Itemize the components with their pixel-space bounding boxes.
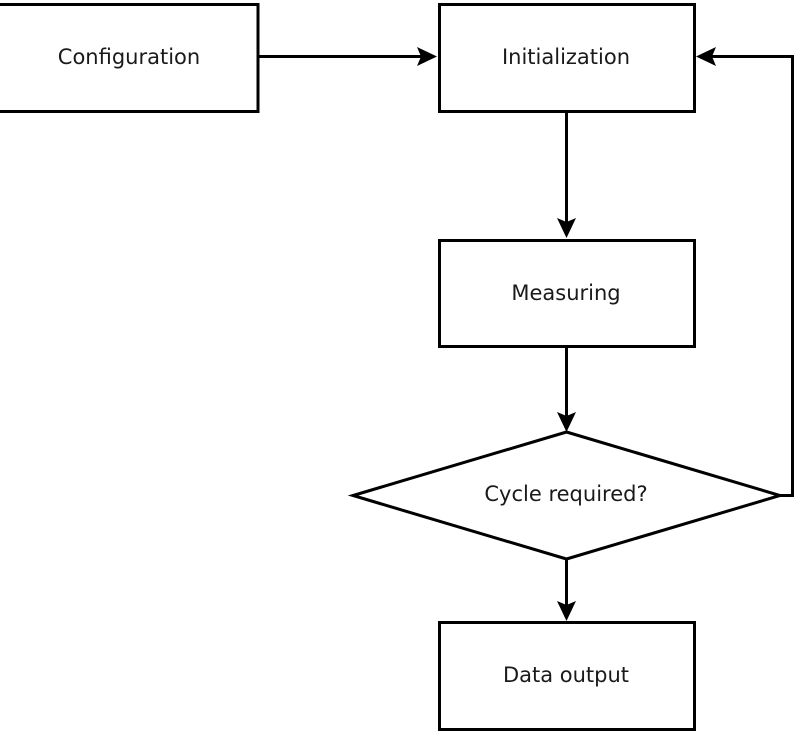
node-cycle-required-label: Cycle required?	[484, 482, 647, 506]
edge-cycle-required-to-initialization-feedback	[696, 47, 794, 497]
edge-measuring-to-cycle-required	[557, 348, 576, 432]
arrow-head-icon-measuring-cycle	[557, 412, 576, 432]
edge-cycle-required-to-data-output	[557, 559, 576, 621]
node-configuration[interactable]: Configuration	[0, 3, 260, 113]
arrow-head-icon-cycle-init-feedback	[696, 47, 716, 66]
node-initialization-label: Initialization	[502, 45, 630, 69]
node-measuring-label: Measuring	[511, 281, 620, 305]
node-measuring[interactable]: Measuring	[438, 239, 696, 348]
edges-layer	[259, 47, 794, 621]
arrow-head-icon-cycle-output	[557, 601, 576, 621]
node-initialization-shape[interactable]	[438, 3, 696, 113]
edge-configuration-to-initialization	[259, 47, 437, 66]
node-cycle-required[interactable]: Cycle required?	[347, 430, 786, 561]
arrow-head-icon-config-init	[417, 47, 437, 66]
node-configuration-label: Configuration	[58, 45, 200, 69]
node-initialization[interactable]: Initialization	[438, 3, 696, 113]
node-measuring-shape[interactable]	[438, 239, 696, 348]
arrow-head-icon-init-measuring	[557, 218, 576, 238]
edge-line-cycle-init-feedback	[699, 55, 794, 497]
node-data-output-label: Data output	[503, 663, 629, 687]
node-configuration-shape[interactable]	[0, 3, 260, 113]
node-data-output-shape[interactable]	[438, 621, 696, 731]
node-data-output[interactable]: Data output	[438, 621, 696, 731]
node-cycle-required-shape[interactable]	[347, 430, 786, 561]
edge-initialization-to-measuring	[557, 113, 576, 238]
nodes-layer: Configuration Initialization Measuring C…	[0, 3, 786, 731]
